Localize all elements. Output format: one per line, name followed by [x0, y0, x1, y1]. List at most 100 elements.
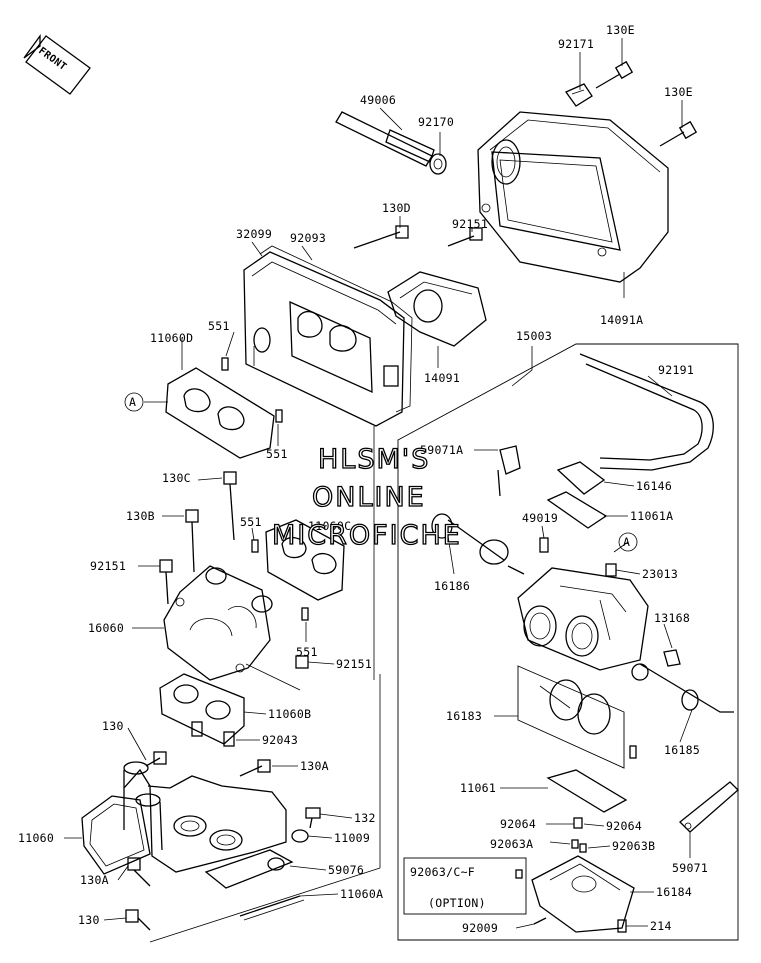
- label-92063B: 92063B: [612, 839, 655, 853]
- bolt-130E-top: [595, 60, 634, 89]
- bolt-130A-a: [239, 759, 271, 777]
- bracket-14091: [387, 271, 487, 347]
- gasket-11060C: [265, 519, 345, 601]
- label-92151-top: 92151: [452, 217, 488, 231]
- front-arrow-badge: FRONT: [23, 34, 91, 95]
- pin-551-b: [275, 409, 283, 423]
- bolt-92151-mid: [159, 559, 173, 605]
- label-16146: 16146: [636, 479, 672, 493]
- label-130A-b: 130A: [80, 873, 109, 887]
- bowl-16184: [531, 855, 635, 933]
- label-59071: 59071: [672, 861, 708, 875]
- clamp-92171: [565, 83, 593, 107]
- pin-551-d: [301, 607, 309, 621]
- label-32099: 32099: [236, 227, 272, 241]
- jet-92063B: [579, 843, 587, 853]
- screw-92064: [573, 817, 583, 829]
- plate-16146: [556, 461, 606, 495]
- label-13168: 13168: [654, 611, 690, 625]
- jet-92063A: [571, 839, 579, 849]
- label-130-b: 130: [78, 913, 100, 927]
- label-11060D: 11060D: [150, 331, 193, 345]
- pin-551-a: [221, 357, 229, 371]
- spacer-body: [123, 761, 287, 873]
- solenoid-16186: [431, 513, 525, 575]
- label-551-a: 551: [208, 319, 230, 333]
- ref-circle-a-left: [124, 392, 144, 412]
- label-132: 132: [354, 811, 376, 825]
- boundary-lines: [149, 426, 381, 943]
- washer-11009: [291, 829, 309, 843]
- screw-92009: [533, 917, 547, 925]
- clamp-92170: [429, 153, 447, 175]
- manifold-16060: [163, 565, 273, 681]
- label-92170: 92170: [418, 115, 454, 129]
- label-130E-side: 130E: [664, 85, 693, 99]
- label-14091: 14091: [424, 371, 460, 385]
- leader-lines: [64, 38, 693, 929]
- bolt-130E-side: [659, 120, 698, 147]
- carburetor-body: [517, 567, 649, 671]
- collar-92043: [223, 731, 235, 747]
- label-16184: 16184: [656, 885, 692, 899]
- label-92151-mid: 92151: [90, 559, 126, 573]
- label-130B: 130B: [126, 509, 155, 523]
- bolt-92151-top: [447, 227, 483, 247]
- gasket-11061: [546, 769, 628, 813]
- label-214: 214: [650, 919, 672, 933]
- air-cleaner-base-32099: [243, 251, 405, 427]
- plug-132: [305, 807, 321, 829]
- watermark-line-2: ONLINE: [312, 482, 426, 513]
- gasket-11060A: [239, 895, 305, 921]
- label-49006: 49006: [360, 93, 396, 107]
- label-92064-a: 92064: [500, 817, 536, 831]
- watermark-line-1: HLSM'S: [318, 444, 430, 475]
- label-59076: 59076: [328, 863, 364, 877]
- label-11060A: 11060A: [340, 887, 383, 901]
- linkage-16185: [631, 663, 734, 713]
- pin-551-c: [251, 539, 259, 553]
- watermark-line-3: MICROFICHE: [272, 520, 462, 551]
- ref-circle-a-right: [618, 532, 638, 552]
- bolt-130-a: [145, 751, 167, 767]
- link-59071: [679, 781, 739, 833]
- label-92151-low: 92151: [336, 657, 372, 671]
- label-11060C: 11060C: [308, 519, 351, 533]
- label-130-a: 130: [102, 719, 124, 733]
- screw-23013: [605, 563, 617, 577]
- front-label: FRONT: [36, 46, 68, 73]
- label-16186: 16186: [434, 579, 470, 593]
- label-92191: 92191: [658, 363, 694, 377]
- fitting-59071A: [497, 445, 521, 497]
- label-92093: 92093: [290, 231, 326, 245]
- label-14091A: 14091A: [600, 313, 643, 327]
- label-92009: 92009: [462, 921, 498, 935]
- label-a-right: A: [623, 535, 630, 549]
- label-92064-b: 92064: [606, 819, 642, 833]
- option-box: 92063/C~F (OPTION): [403, 857, 527, 915]
- label-551-b: 551: [266, 447, 288, 461]
- label-49019: 49019: [522, 511, 558, 525]
- bolt-130-b: [125, 909, 151, 931]
- label-16060: 16060: [88, 621, 124, 635]
- label-a-left: A: [129, 395, 136, 409]
- carburetor-frame-15003: [397, 343, 739, 941]
- label-130C: 130C: [162, 471, 191, 485]
- label-11061: 11061: [460, 781, 496, 795]
- option-box-note: (OPTION): [428, 896, 486, 910]
- label-11060: 11060: [18, 831, 54, 845]
- gasket-11060B: [159, 673, 245, 745]
- gasket-92093: [259, 245, 413, 413]
- air-cleaner-cover-14091A: [477, 111, 669, 283]
- label-59071A: 59071A: [420, 443, 463, 457]
- label-130D: 130D: [382, 201, 411, 215]
- gasket-11060D: [165, 367, 275, 459]
- callout-labels: 92171 130E 130E 49006 92170 130D 92151 3…: [18, 23, 708, 935]
- plate-59076: [204, 849, 294, 889]
- label-16183: 16183: [446, 709, 482, 723]
- fuel-hose-92191: [579, 353, 714, 471]
- bolt-130D: [353, 225, 409, 249]
- bolt-130B: [185, 509, 199, 573]
